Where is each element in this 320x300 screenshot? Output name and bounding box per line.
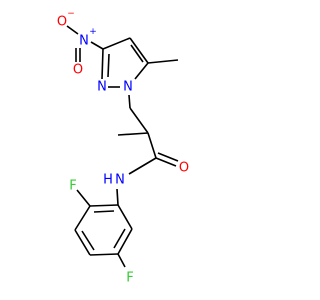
- atom-N-nitro: N: [79, 34, 89, 49]
- bond-C5-methyl: [147, 59, 179, 64]
- molecule-structure: O − N + O N N O N H F F: [57, 9, 189, 286]
- bond-C4-C5-inner: [130, 44, 144, 63]
- bond-C-N-amide: [128, 157, 157, 175]
- bond-CH2-CH: [129, 107, 149, 134]
- bond-CH-C-amide: [147, 132, 157, 159]
- bond-C3-C4: [102, 37, 131, 50]
- bond-C5-N1: [134, 62, 149, 80]
- bond-ar-1-inner: [93, 210, 115, 213]
- bond-ar-3: [74, 229, 91, 256]
- atom-O-nitro-double: O: [73, 63, 83, 78]
- atom-H-amide: H: [103, 173, 113, 188]
- charge-plus: +: [89, 27, 97, 37]
- bond-nitroN-C3: [90, 41, 104, 50]
- bond-ar-4: [89, 253, 119, 256]
- bond-N2-C3-inner: [107, 53, 110, 78]
- bond-N2-C3: [101, 48, 104, 80]
- bond-ar-6: [117, 204, 133, 230]
- bond-C-F-ortho: [76, 189, 91, 207]
- bond-ar-5-inner: [113, 228, 126, 249]
- atom-O-nitro-minus: O: [57, 15, 67, 30]
- atom-N-pyrazole-2: N: [97, 80, 107, 95]
- bond-ar-5: [117, 228, 133, 255]
- atom-F-ortho: F: [69, 179, 76, 194]
- atom-N-amide: N: [115, 173, 125, 188]
- bond-ar-3-inner: [81, 230, 95, 251]
- bonds: [66, 25, 179, 268]
- bond-C-O-b: [157, 152, 179, 162]
- bond-N1-CH2: [128, 94, 131, 109]
- atom-labels: O − N + O N N O N H F F: [57, 9, 189, 286]
- bond-N-O-minus: [66, 25, 79, 35]
- bond-C4-C5: [129, 37, 149, 64]
- atom-O-amide: O: [179, 161, 189, 176]
- bond-ar-2: [74, 205, 91, 231]
- bond-N-aryl: [116, 188, 119, 206]
- atom-F-para: F: [126, 271, 133, 286]
- bond-ar-1: [89, 204, 119, 207]
- bond-C-F-para: [117, 253, 126, 268]
- bond-CH-methyl: [117, 132, 149, 136]
- charge-minus: −: [67, 9, 75, 19]
- bond-C-O-a: [155, 157, 177, 167]
- atom-N-pyrazole-1: N: [123, 80, 133, 95]
